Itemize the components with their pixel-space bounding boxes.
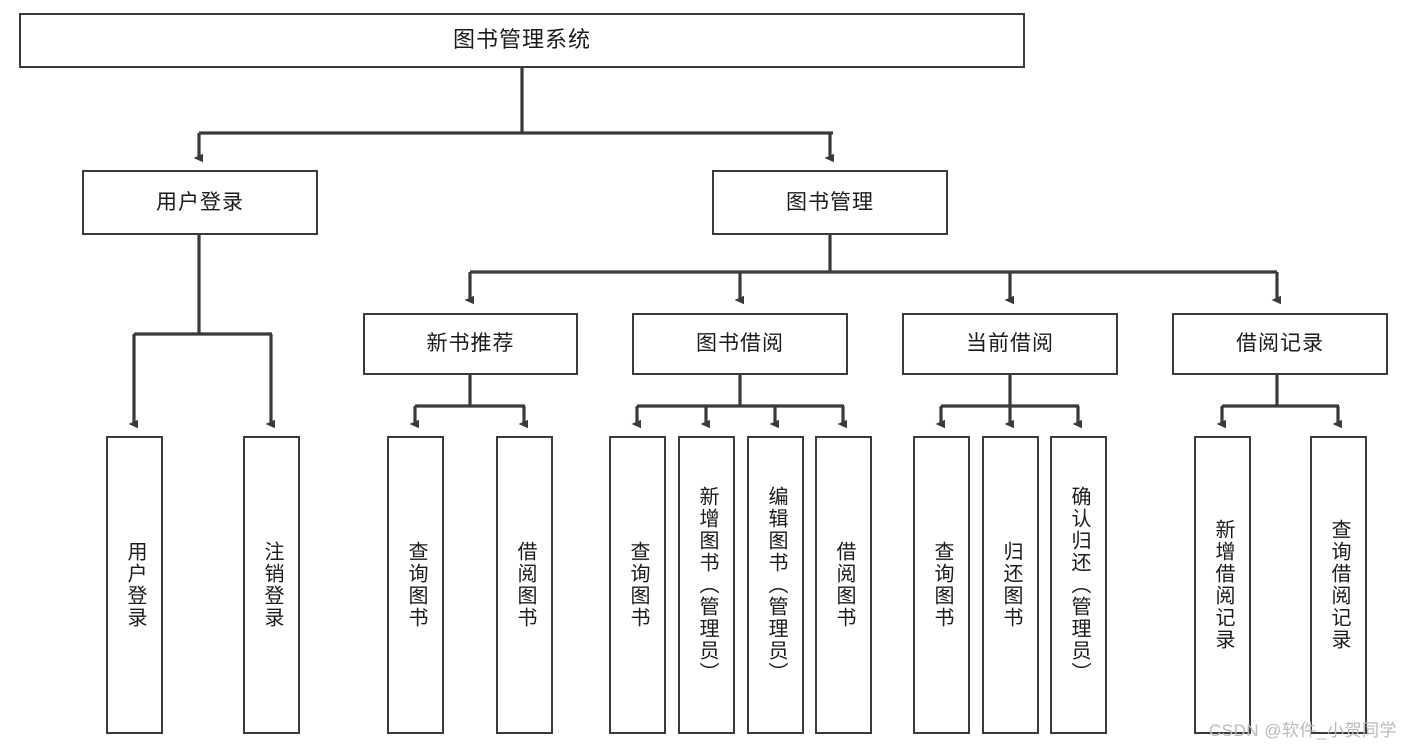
node-book-manage[interactable]: 图书管理 xyxy=(712,170,948,235)
node-leaf-confirm-return-label: 确认归还（管理员） xyxy=(1068,486,1090,684)
node-leaf-logout-login[interactable]: 注销登录 xyxy=(243,436,300,734)
node-book-borrow[interactable]: 图书借阅 xyxy=(632,313,848,375)
node-leaf-user-login[interactable]: 用户登录 xyxy=(106,436,163,734)
node-current-borrow-label: 当前借阅 xyxy=(966,332,1054,356)
node-leaf-query-record-label: 查询借阅记录 xyxy=(1328,519,1350,651)
node-leaf-borrow-book-2-label: 借阅图书 xyxy=(833,541,855,629)
node-borrow-record[interactable]: 借阅记录 xyxy=(1172,313,1388,375)
node-leaf-confirm-return[interactable]: 确认归还（管理员） xyxy=(1050,436,1107,734)
node-leaf-query-record[interactable]: 查询借阅记录 xyxy=(1310,436,1367,734)
node-root[interactable]: 图书管理系统 xyxy=(19,13,1025,68)
node-leaf-add-book[interactable]: 新增图书（管理员） xyxy=(678,436,735,734)
node-leaf-return-book[interactable]: 归还图书 xyxy=(982,436,1039,734)
node-leaf-add-book-label: 新增图书（管理员） xyxy=(696,486,718,684)
node-user-login-label: 用户登录 xyxy=(156,190,244,214)
node-leaf-edit-book-label: 编辑图书（管理员） xyxy=(765,486,787,684)
node-leaf-add-record[interactable]: 新增借阅记录 xyxy=(1194,436,1251,734)
node-leaf-borrow-book-1-label: 借阅图书 xyxy=(514,541,536,629)
node-leaf-query-book-1-label: 查询图书 xyxy=(405,541,427,629)
node-leaf-edit-book[interactable]: 编辑图书（管理员） xyxy=(747,436,804,734)
node-leaf-logout-login-label: 注销登录 xyxy=(261,541,283,629)
node-leaf-query-book-2[interactable]: 查询图书 xyxy=(609,436,666,734)
node-leaf-return-book-label: 归还图书 xyxy=(1000,541,1022,629)
node-leaf-query-book-1[interactable]: 查询图书 xyxy=(387,436,444,734)
node-current-borrow[interactable]: 当前借阅 xyxy=(902,313,1118,375)
node-new-book-rec-label: 新书推荐 xyxy=(426,332,515,356)
node-leaf-user-login-label: 用户登录 xyxy=(124,541,146,629)
node-leaf-borrow-book-1[interactable]: 借阅图书 xyxy=(496,436,553,734)
node-leaf-add-record-label: 新增借阅记录 xyxy=(1212,519,1234,651)
node-new-book-rec[interactable]: 新书推荐 xyxy=(363,313,578,375)
node-book-manage-label: 图书管理 xyxy=(786,190,874,214)
node-leaf-query-book-3-label: 查询图书 xyxy=(931,541,953,629)
node-leaf-query-book-2-label: 查询图书 xyxy=(627,541,649,629)
node-root-label: 图书管理系统 xyxy=(452,27,591,53)
node-user-login[interactable]: 用户登录 xyxy=(82,170,318,235)
node-leaf-borrow-book-2[interactable]: 借阅图书 xyxy=(815,436,872,734)
node-book-borrow-label: 图书借阅 xyxy=(696,332,784,356)
node-borrow-record-label: 借阅记录 xyxy=(1236,332,1324,356)
node-leaf-query-book-3[interactable]: 查询图书 xyxy=(913,436,970,734)
